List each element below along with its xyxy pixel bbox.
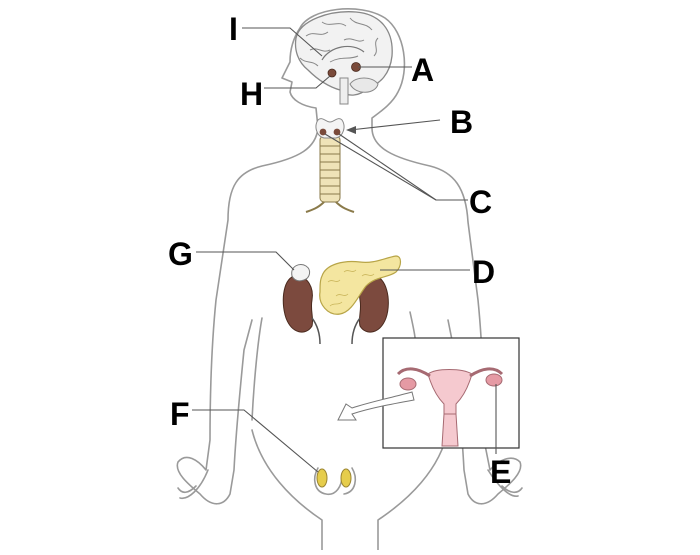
body-outline-right bbox=[371, 127, 522, 505]
uterus bbox=[427, 369, 473, 415]
testes-f bbox=[313, 467, 357, 496]
leader-c2 bbox=[338, 133, 468, 201]
label-i: I bbox=[229, 11, 238, 47]
left-hand bbox=[177, 469, 209, 499]
left-ovary bbox=[399, 377, 417, 391]
label-a: A bbox=[411, 52, 435, 88]
body-outline-left bbox=[176, 127, 319, 505]
right-hand bbox=[487, 469, 523, 497]
arrowhead-b bbox=[346, 126, 356, 134]
left-adrenal-gland-g bbox=[291, 263, 311, 282]
leader-g bbox=[196, 251, 295, 271]
left-kidney bbox=[282, 275, 314, 333]
label-b: B bbox=[450, 104, 474, 140]
pancreas-texture bbox=[327, 269, 375, 307]
left-ureter bbox=[311, 317, 321, 345]
label-e: E bbox=[490, 454, 512, 490]
parathyroid-gland-c1 bbox=[319, 128, 327, 136]
leader-f bbox=[192, 409, 319, 473]
leader-b bbox=[349, 119, 441, 131]
trachea bbox=[305, 135, 355, 213]
label-c: C bbox=[469, 184, 493, 220]
label-f: F bbox=[170, 396, 190, 432]
inset-pointer-arrow bbox=[337, 391, 415, 421]
label-h: H bbox=[240, 76, 264, 112]
fallopian-tubes bbox=[396, 367, 504, 378]
leader-i bbox=[242, 27, 323, 57]
leader-h bbox=[264, 75, 331, 89]
torso-lower-left bbox=[251, 429, 323, 551]
head-outline bbox=[281, 8, 406, 129]
pituitary-gland-h bbox=[327, 68, 337, 78]
leader-c1 bbox=[324, 133, 437, 201]
vagina bbox=[441, 413, 459, 447]
cerebellum bbox=[349, 77, 379, 93]
corpus-callosum bbox=[321, 45, 365, 61]
left-arm-inner bbox=[251, 317, 263, 421]
label-d: D bbox=[472, 254, 496, 290]
brain-folds bbox=[299, 17, 379, 67]
right-ovary-e bbox=[485, 373, 503, 387]
brainstem bbox=[339, 77, 349, 105]
right-ureter bbox=[351, 317, 361, 345]
parathyroid-gland-c2 bbox=[333, 128, 341, 136]
brain bbox=[294, 11, 393, 105]
label-g: G bbox=[168, 236, 193, 272]
female-reproductive-inset bbox=[396, 367, 504, 447]
